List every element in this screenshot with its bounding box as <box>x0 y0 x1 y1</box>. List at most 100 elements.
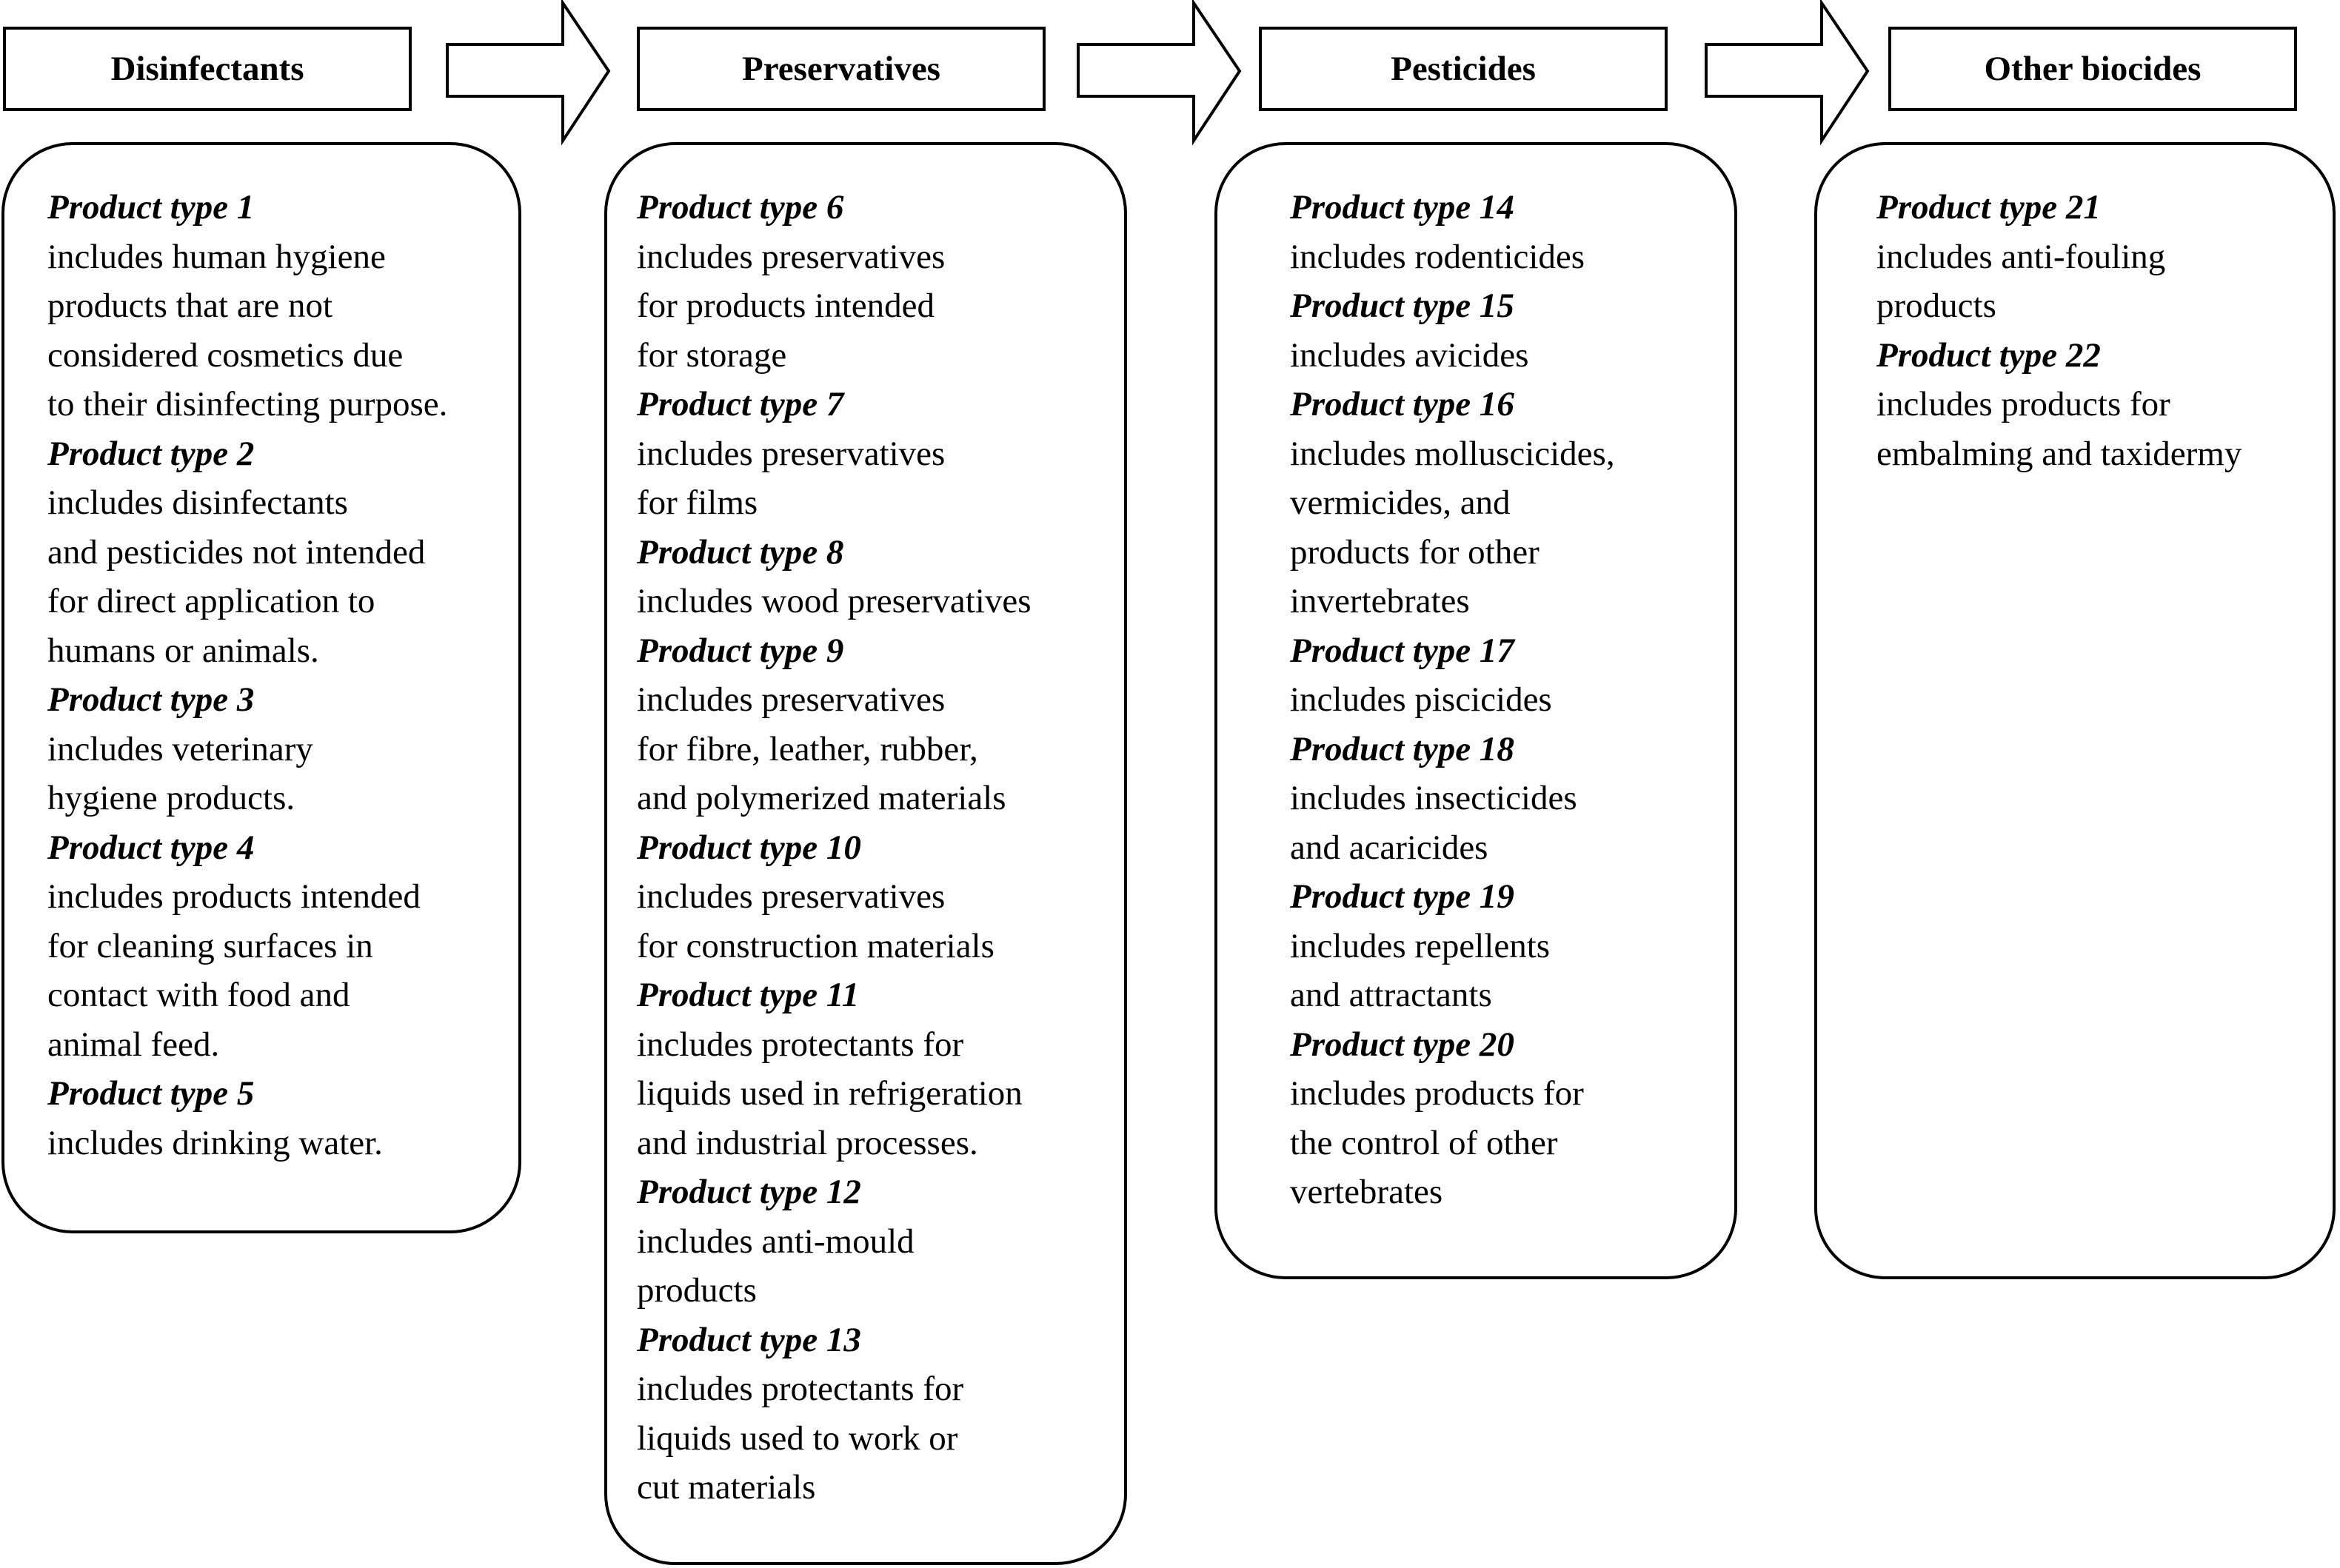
product-type-description-line: for direct application to <box>47 582 375 620</box>
header-disinfectants: Disinfectants <box>3 27 412 111</box>
product-type-entry: Product type 9 includes preservatives for … <box>637 626 1032 823</box>
product-type-description-line: includes veterinary <box>47 729 313 768</box>
product-type-description-line: includes anti-fouling <box>1876 237 2166 276</box>
product-type-description-line: includes preservatives <box>637 680 946 719</box>
product-type-description-line: includes molluscicides, <box>1290 434 1615 473</box>
product-type-description-line: includes protectants for <box>637 1025 964 1064</box>
product-type-description-line: includes preservatives <box>637 877 946 916</box>
header-preservatives: Preservatives <box>637 27 1046 111</box>
product-type-entry: Product type 4 includes products intended… <box>47 823 447 1070</box>
product-type-label: Product type 9 <box>637 631 844 670</box>
product-type-description-line: liquids used in refrigeration <box>637 1074 1023 1113</box>
product-type-description-line: products that are not <box>47 287 333 325</box>
product-type-entry: Product type 11 includes protectants for l… <box>637 971 1032 1167</box>
product-type-description-line: includes protectants for <box>637 1370 964 1408</box>
product-type-description-line: for construction materials <box>637 926 994 965</box>
product-type-label: Product type 12 <box>637 1173 861 1211</box>
product-type-entry: Product type 2 includes disinfectants and … <box>47 429 447 676</box>
product-type-description-line: for fibre, leather, rubber, <box>637 729 978 768</box>
product-type-description-line: for cleaning surfaces in <box>47 926 373 965</box>
header-pesticides: Pesticides <box>1259 27 1668 111</box>
product-type-description-line: and attractants <box>1290 976 1492 1014</box>
product-type-label: Product type 17 <box>1290 631 1514 670</box>
product-type-label: Product type 13 <box>637 1320 861 1359</box>
product-type-description-line: includes avicides <box>1290 335 1529 375</box>
product-type-description-line: includes preservatives <box>637 237 946 276</box>
product-type-label: Product type 4 <box>47 828 255 867</box>
product-type-label: Product type 22 <box>1876 335 2101 375</box>
product-type-entry: Product type 22 includes products for emba… <box>1876 331 2242 479</box>
product-type-description-line: includes drinking water. <box>47 1123 383 1162</box>
product-type-label: Product type 15 <box>1290 287 1514 325</box>
product-type-entry: Product type 14 includes rodenticides <box>1290 183 1615 281</box>
header-other-biocides: Other biocides <box>1888 27 2297 111</box>
product-type-description-line: to their disinfecting purpose. <box>47 385 448 423</box>
box-preservatives <box>604 142 1127 1565</box>
product-type-label: Product type 11 <box>637 976 860 1014</box>
product-type-description-line: for products intended <box>637 287 935 325</box>
product-type-description-line: animal feed. <box>47 1025 220 1064</box>
product-type-label: Product type 20 <box>1290 1025 1514 1064</box>
product-type-entry: Product type 20 includes products for the … <box>1290 1020 1615 1217</box>
product-type-description-line: includes wood preservatives <box>637 582 1032 620</box>
product-type-description-line: includes piscicides <box>1290 680 1552 719</box>
product-type-description-line: vermicides, and <box>1290 483 1511 522</box>
header-other-biocides-title: Other biocides <box>1984 50 2202 88</box>
product-type-description-line: includes disinfectants <box>47 483 348 522</box>
product-type-description-line: the control of other <box>1290 1123 1558 1162</box>
product-type-description-line: contact with food and <box>47 976 350 1014</box>
product-type-label: Product type 3 <box>47 680 255 719</box>
product-type-label: Product type 2 <box>47 434 255 473</box>
product-type-entry: Product type 5 includes drinking water. <box>47 1069 447 1167</box>
header-preservatives-title: Preservatives <box>742 50 940 88</box>
product-type-label: Product type 18 <box>1290 729 1514 768</box>
product-type-description-line: products for other <box>1290 532 1540 572</box>
product-type-description-line: vertebrates <box>1290 1173 1443 1211</box>
product-type-description-line: includes rodenticides <box>1290 237 1585 276</box>
product-type-label: Product type 5 <box>47 1074 255 1113</box>
content-other-biocides: Product type 21 includes anti-fouling prod… <box>1876 183 2242 478</box>
product-type-label: Product type 14 <box>1290 188 1514 227</box>
box-pesticides <box>1214 142 1737 1279</box>
product-type-description-line: invertebrates <box>1290 582 1470 620</box>
product-type-description-line: includes insecticides <box>1290 779 1577 817</box>
product-type-description-line: products <box>1876 287 1996 325</box>
product-type-description-line: embalming and taxidermy <box>1876 434 2242 473</box>
product-type-description-line: and industrial processes. <box>637 1123 978 1162</box>
product-type-entry: Product type 12 includes anti-mould produc… <box>637 1167 1032 1316</box>
header-pesticides-title: Pesticides <box>1391 50 1536 88</box>
product-type-description-line: includes repellents <box>1290 926 1551 965</box>
product-type-label: Product type 21 <box>1876 188 2101 227</box>
header-disinfectants-title: Disinfectants <box>110 50 304 88</box>
product-type-label: Product type 1 <box>47 188 255 227</box>
flow-arrow-1 <box>446 0 611 146</box>
product-type-entry: Product type 10 includes preservatives for… <box>637 823 1032 971</box>
product-type-description-line: products <box>637 1271 757 1310</box>
product-type-description-line: for storage <box>637 335 787 375</box>
product-type-description-line: for films <box>637 483 758 522</box>
product-type-description-line: includes products intended <box>47 877 421 916</box>
flow-arrow-2 <box>1077 0 1242 146</box>
flow-arrow-3 <box>1705 0 1870 146</box>
product-type-description-line: includes products for <box>1876 385 2170 423</box>
product-type-description-line: includes products for <box>1290 1074 1584 1113</box>
product-type-entry: Product type 18 includes insecticides and … <box>1290 725 1615 873</box>
product-type-description-line: and acaricides <box>1290 828 1488 867</box>
product-type-entry: Product type 21 includes anti-fouling prod… <box>1876 183 2242 331</box>
product-type-entry: Product type 15 includes avicides <box>1290 281 1615 380</box>
product-type-description-line: cut materials <box>637 1468 816 1507</box>
box-other-biocides <box>1814 142 2336 1279</box>
product-type-label: Product type 10 <box>637 828 861 867</box>
product-type-label: Product type 7 <box>637 385 844 423</box>
product-type-description-line: includes anti-mould <box>637 1222 915 1261</box>
product-type-description-line: and pesticides not intended <box>47 532 426 572</box>
